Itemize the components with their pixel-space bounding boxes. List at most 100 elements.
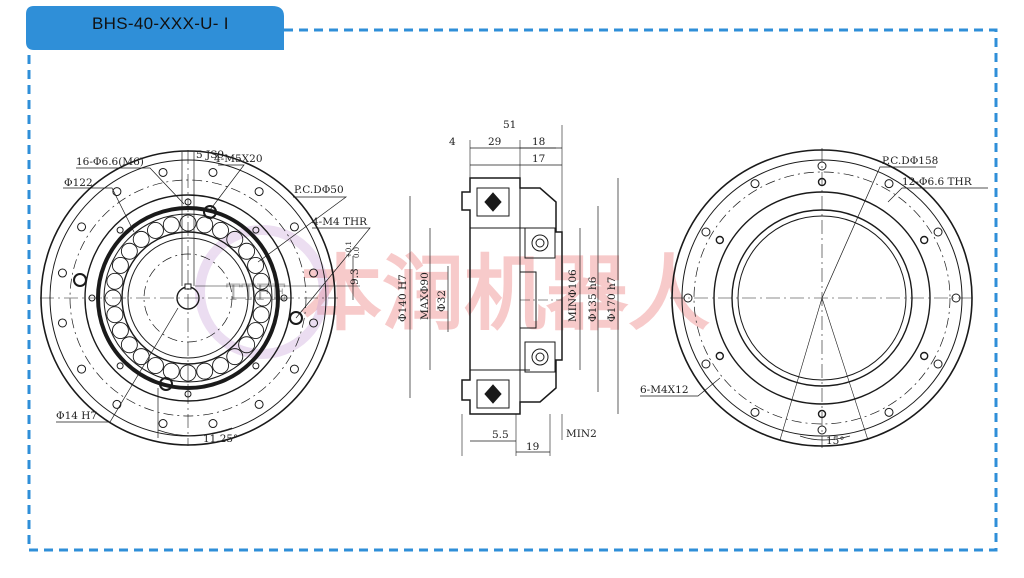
- roller: [212, 357, 229, 375]
- front-view: [40, 150, 371, 446]
- roller: [196, 216, 214, 234]
- bolt-hole: [112, 399, 122, 409]
- tapped-hole: [116, 362, 124, 370]
- roller: [132, 230, 150, 248]
- svg-text:51: 51: [503, 119, 516, 131]
- tapped-hole: [919, 351, 929, 361]
- bolt-hole: [112, 187, 122, 197]
- svg-text:4-M4 THR: 4-M4 THR: [312, 216, 368, 228]
- svg-text:17: 17: [532, 153, 545, 165]
- bolt-hole: [884, 407, 894, 417]
- outer-bolt-holes: [57, 167, 319, 429]
- roller: [111, 322, 129, 339]
- bolt-hole: [309, 318, 319, 328]
- rear-labels: P.C.DΦ158 12-Φ6.6 THR 6-M4X12 15°: [640, 155, 973, 447]
- tapped-hole: [252, 362, 260, 370]
- roller: [132, 348, 150, 366]
- svg-text:5.5: 5.5: [492, 429, 509, 441]
- tapped-hole: [919, 235, 929, 245]
- bolt-hole: [208, 167, 218, 177]
- bolt-hole: [701, 359, 711, 369]
- svg-text:Φ14 H7: Φ14 H7: [56, 410, 97, 422]
- svg-text:29: 29: [488, 136, 501, 148]
- roller: [252, 306, 270, 324]
- bolt-hole: [158, 419, 168, 429]
- svg-text:+0.1: +0.1: [345, 241, 353, 258]
- header-tab: [26, 6, 284, 50]
- tapped-hole: [252, 226, 260, 234]
- bolt-hole: [933, 359, 943, 369]
- side-view: [409, 125, 619, 456]
- front-labels: 16-Φ6.6(M6) 5 JS9 4-M5X20 Φ122 P.C.DΦ50 …: [56, 149, 368, 445]
- dashed-frame: [27, 28, 998, 552]
- roller: [120, 336, 138, 354]
- svg-text:15°: 15°: [826, 435, 845, 447]
- svg-text:6-M4X12: 6-M4X12: [640, 384, 689, 396]
- bolt-hole: [933, 227, 943, 237]
- svg-text:Φ170 h7: Φ170 h7: [606, 277, 618, 322]
- roller: [147, 221, 164, 239]
- roller: [226, 348, 244, 366]
- bolt-hole: [158, 167, 168, 177]
- svg-text:12-Φ6.6 THR: 12-Φ6.6 THR: [902, 176, 973, 188]
- roller: [247, 322, 265, 339]
- bolt-hole: [289, 222, 299, 232]
- svg-text:0.0: 0.0: [353, 247, 361, 258]
- bolt-hole: [57, 268, 67, 278]
- bolt-hole: [884, 179, 894, 189]
- tapped-hole: [715, 351, 725, 361]
- svg-text:4: 4: [449, 136, 456, 148]
- svg-text:MIN2: MIN2: [566, 428, 597, 440]
- roller: [212, 221, 229, 239]
- bolt-hole: [701, 227, 711, 237]
- svg-text:4-M5X20: 4-M5X20: [214, 153, 263, 165]
- roller: [254, 289, 272, 307]
- svg-text:Φ135 h6: Φ135 h6: [587, 276, 599, 322]
- roller: [247, 257, 265, 274]
- roller: [147, 357, 164, 375]
- svg-text:Φ32: Φ32: [436, 290, 448, 312]
- bolt-hole: [77, 222, 87, 232]
- roller: [196, 362, 214, 380]
- svg-text:MINΦ106: MINΦ106: [567, 269, 579, 322]
- bolt-hole: [750, 407, 760, 417]
- bolt-hole: [254, 187, 264, 197]
- roller-ring: [104, 214, 272, 382]
- svg-text:P.C.DΦ158: P.C.DΦ158: [882, 155, 938, 167]
- roller: [252, 272, 270, 290]
- watermark-text: 本润机器人: [300, 247, 710, 342]
- roller: [111, 257, 129, 274]
- roller: [226, 230, 244, 248]
- svg-text:19: 19: [526, 441, 539, 453]
- roller: [106, 272, 124, 290]
- rear-view: [640, 148, 988, 448]
- bolt-hole: [289, 364, 299, 374]
- bolt-hole: [208, 419, 218, 429]
- bolt-hole: [77, 364, 87, 374]
- svg-text:Φ122: Φ122: [64, 177, 93, 189]
- roller: [162, 216, 180, 234]
- roller: [162, 362, 180, 380]
- roller: [238, 336, 256, 354]
- roller: [106, 306, 124, 324]
- svg-text:16-Φ6.6(M6): 16-Φ6.6(M6): [76, 156, 144, 168]
- bolt-hole: [309, 268, 319, 278]
- tapped-hole: [116, 226, 124, 234]
- svg-text:MAXΦ90: MAXΦ90: [419, 272, 431, 320]
- svg-text:P.C.DΦ50: P.C.DΦ50: [294, 184, 344, 196]
- svg-text:Φ140 H7: Φ140 H7: [397, 274, 409, 322]
- svg-text:5 JS9: 5 JS9: [196, 149, 224, 161]
- svg-text:11.25°: 11.25°: [203, 433, 238, 445]
- model-title: BHS-40-XXX-U- I: [92, 14, 229, 33]
- tapped-hole: [715, 235, 725, 245]
- roller: [120, 242, 138, 260]
- roller: [238, 242, 256, 260]
- bolt-hole: [750, 179, 760, 189]
- side-labels: 51 4 29 18 17 Φ140 H7 MAXΦ90 Φ32 MINΦ106…: [397, 119, 618, 453]
- svg-text:9.3: 9.3: [349, 268, 361, 285]
- svg-text:18: 18: [532, 136, 545, 148]
- bolt-hole: [254, 399, 264, 409]
- roller: [179, 364, 197, 382]
- bolt-hole: [57, 318, 67, 328]
